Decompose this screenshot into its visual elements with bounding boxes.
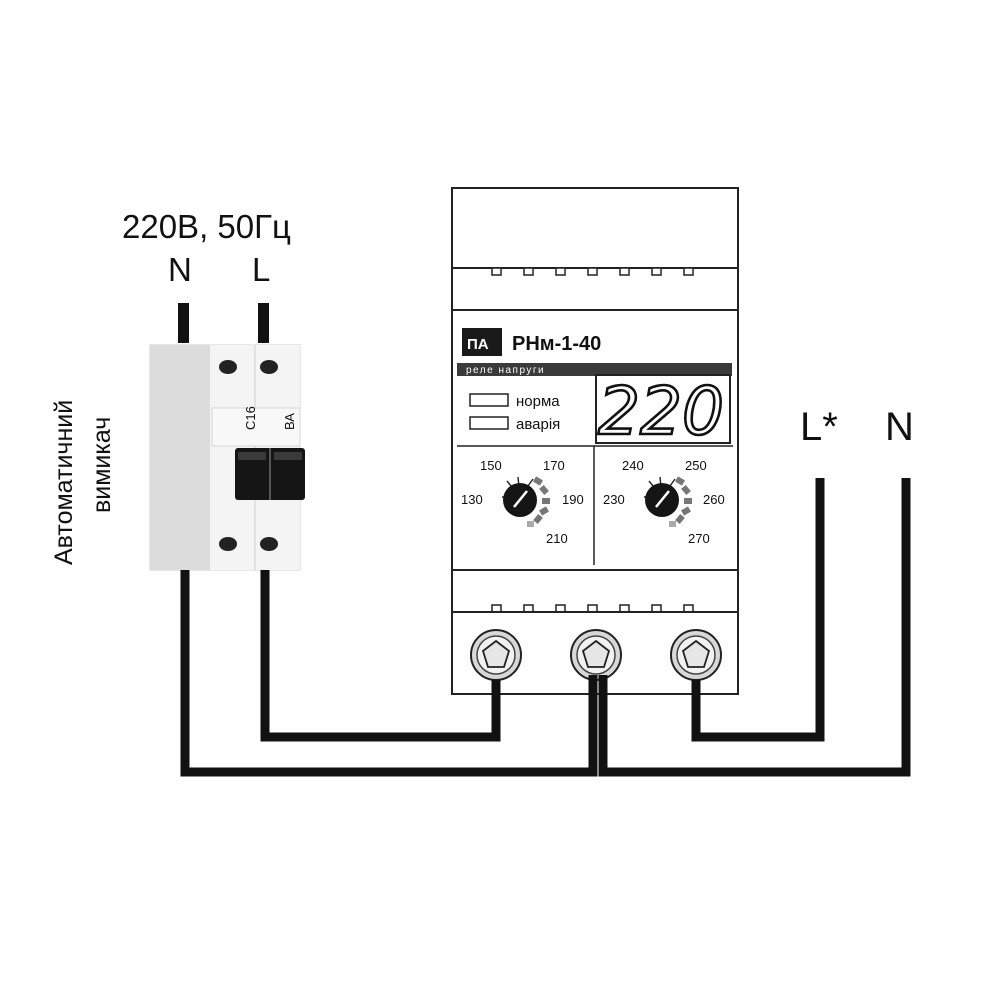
voltage-display-value: 220 <box>598 373 724 450</box>
svg-text:C16: C16 <box>243 406 258 430</box>
wire-l-out <box>691 478 825 742</box>
indicator-norm-led <box>469 393 509 407</box>
min-tick-190: 190 <box>562 492 584 507</box>
terminal-3 <box>670 629 722 681</box>
breaker-label-line1: Автоматичний <box>50 400 78 565</box>
relay-subtitle: реле напруги <box>466 365 545 376</box>
max-tick-230: 230 <box>603 492 625 507</box>
terminal-1 <box>470 629 522 681</box>
load-n-label: N <box>885 405 914 449</box>
breaker-terminal-n <box>178 303 189 343</box>
voltage-relay: ПА РНм-1-40 реле напруги 220 норма аварі… <box>451 187 739 695</box>
brand-logo <box>462 328 502 356</box>
wire-l-in <box>260 570 501 742</box>
max-tick-260: 260 <box>703 492 725 507</box>
supply-label: 220В, 50Гц <box>122 208 291 245</box>
supply-l-label: L <box>252 251 270 288</box>
max-tick-240: 240 <box>622 458 644 473</box>
relay-model: РНм-1-40 <box>512 333 601 355</box>
min-voltage-knob: 150 170 130 190 210 <box>461 458 584 546</box>
max-tick-270: 270 <box>688 531 710 546</box>
terminal-2 <box>570 629 622 681</box>
breaker-label: Автоматичний вимикач <box>50 400 116 565</box>
load-l-label: L* <box>800 405 838 449</box>
min-tick-170: 170 <box>543 458 565 473</box>
max-voltage-knob: 240 250 230 260 270 <box>603 458 725 546</box>
indicator-norm-label: норма <box>516 393 560 410</box>
voltage-display <box>595 374 731 444</box>
svg-text:ВА: ВА <box>282 413 297 430</box>
indicator-fault-label: аварія <box>516 416 560 433</box>
supply-n-label: N <box>168 251 192 288</box>
breaker-terminal-l <box>258 303 269 343</box>
wire-n-in <box>180 570 598 777</box>
wires <box>180 478 911 777</box>
indicator-fault-led <box>469 416 509 430</box>
max-tick-250: 250 <box>685 458 707 473</box>
brand-logo-text: ПА <box>467 336 489 353</box>
min-tick-130: 130 <box>461 492 483 507</box>
min-tick-210: 210 <box>546 531 568 546</box>
min-tick-150: 150 <box>480 458 502 473</box>
breaker-label-line2: вимикач <box>88 417 116 513</box>
wire-n-out <box>598 478 911 777</box>
circuit-breaker: C16 ВА <box>149 303 305 571</box>
